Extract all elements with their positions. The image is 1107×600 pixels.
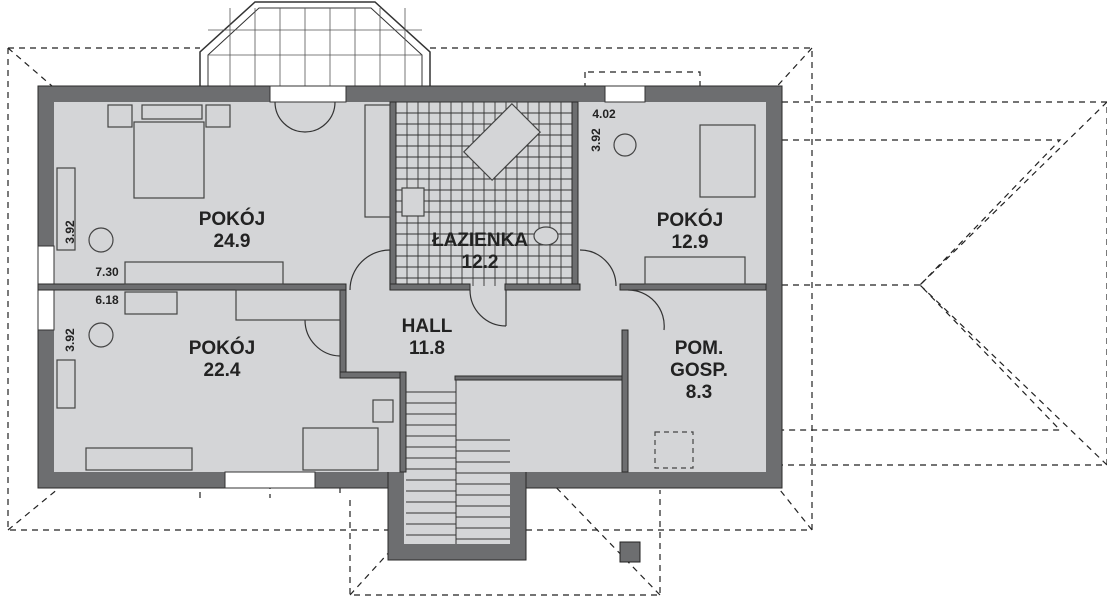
dimension-labels: 3.92 7.30 6.18 3.92 4.02 3.92 — [63, 107, 616, 352]
room-name: POKÓJ — [657, 209, 724, 231]
stair-floor — [404, 378, 510, 544]
windows — [37, 85, 646, 489]
room-name: POM. — [675, 338, 724, 359]
furniture — [56, 102, 756, 563]
room-name: POKÓJ — [199, 208, 266, 230]
dimension: 3.92 — [589, 128, 603, 152]
dimension: 3.92 — [63, 220, 77, 244]
room-name: HALL — [402, 316, 453, 337]
dimension: 4.02 — [592, 107, 616, 121]
room-area: 12.9 — [672, 232, 709, 253]
room-area: 8.3 — [686, 382, 712, 403]
room-area: 11.8 — [409, 338, 445, 359]
room-name: ŁAZIENKA — [432, 230, 528, 251]
doors — [274, 101, 665, 357]
interior-walls — [37, 101, 767, 473]
room-area: 12.2 — [462, 252, 499, 273]
room-name: POKÓJ — [189, 337, 256, 359]
dimension: 6.18 — [95, 293, 119, 307]
room-labels: POKÓJ 24.9 ŁAZIENKA 12.2 POKÓJ 12.9 HALL… — [189, 208, 728, 403]
dimension: 7.30 — [95, 265, 119, 279]
dimension: 3.92 — [63, 328, 77, 352]
room-area: 24.9 — [214, 231, 251, 252]
stairs — [406, 380, 510, 544]
balcony — [199, 1, 431, 89]
room-name: GOSP. — [670, 360, 728, 381]
room-area: 22.4 — [204, 360, 241, 381]
